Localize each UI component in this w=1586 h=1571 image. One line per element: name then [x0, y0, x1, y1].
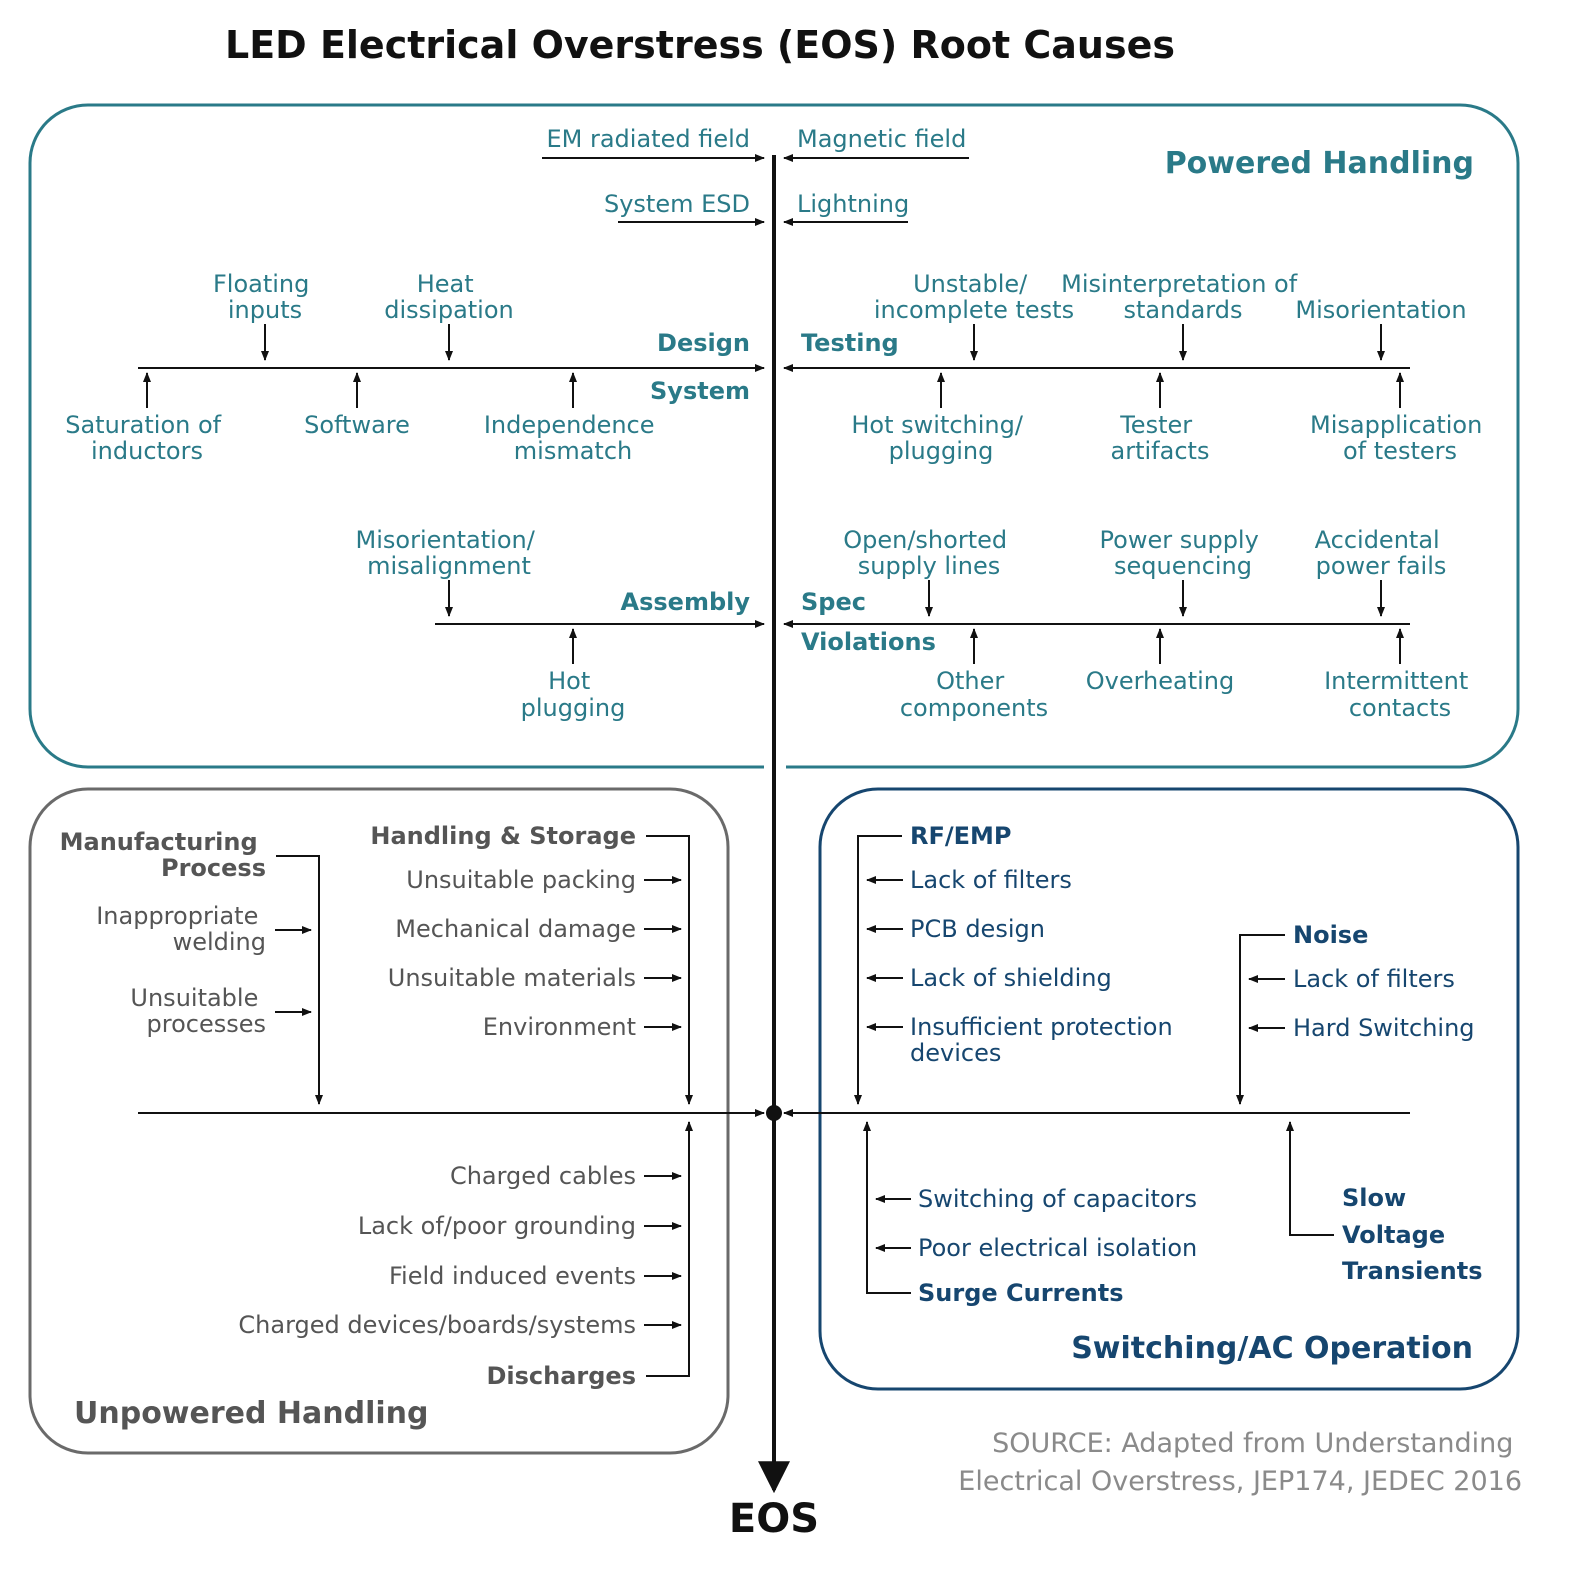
cause-lack-of-filters-rf: Lack of filters: [910, 866, 1072, 894]
cause-overheating: Overheating: [1086, 667, 1235, 695]
cause-hot-switching-plugging: Hot switching/ plugging: [851, 411, 1030, 465]
cause-power-supply-sequencing: Power supply sequencing: [1100, 526, 1267, 580]
cause-charged-cables: Charged cables: [450, 1162, 636, 1190]
cause-accidental-power-fails: Accidental power fails: [1315, 526, 1448, 580]
cause-misinterpretation-of-standards: Misinterpretation of standards: [1061, 270, 1305, 324]
cause-heat-dissipation: Heat dissipation: [384, 270, 514, 324]
effect-label: EOS: [729, 1496, 819, 1542]
cause-charged-devices-boards-systems: Charged devices/boards/systems: [238, 1311, 636, 1339]
cause-lack-of-shielding: Lack of shielding: [910, 964, 1112, 992]
source-note: SOURCE: Adapted from Understanding Elect…: [958, 1428, 1522, 1497]
cause-em-radiated-field: EM radiated field: [546, 125, 750, 153]
cause-misapplication-of-testers: Misapplication of testers: [1310, 411, 1490, 465]
cause-environment: Environment: [483, 1013, 636, 1041]
manufacturing-process-header: Manufacturing Process: [60, 828, 266, 882]
cause-mechanical-damage: Mechanical damage: [395, 915, 636, 943]
cause-hard-switching: Hard Switching: [1293, 1014, 1475, 1042]
rf-emp-header: RF/EMP: [910, 822, 1012, 850]
cause-intermittent-contacts: Intermittent contacts: [1324, 667, 1476, 722]
cause-field-induced-events: Field induced events: [389, 1262, 636, 1290]
cause-hot-plugging: Hot plugging: [521, 667, 626, 722]
branch-label-assembly: Assembly: [621, 588, 751, 616]
cause-tester-artifacts: Tester artifacts: [1111, 411, 1210, 465]
diagram-title: LED Electrical Overstress (EOS) Root Cau…: [225, 23, 1175, 67]
switching-ac-title: Switching/AC Operation: [1071, 1331, 1473, 1366]
slow-voltage-transients-header: Slow Voltage Transients: [1342, 1184, 1482, 1285]
cause-unsuitable-processes: Unsuitable processes: [130, 984, 266, 1038]
cause-unsuitable-packing: Unsuitable packing: [406, 866, 636, 894]
cause-saturation-of-inductors: Saturation of inductors: [65, 411, 229, 465]
noise-header: Noise: [1293, 921, 1368, 949]
cause-unsuitable-materials: Unsuitable materials: [388, 964, 636, 992]
cause-inappropriate-welding: Inappropriate welding: [96, 902, 266, 956]
cause-system-esd: System ESD: [604, 190, 750, 218]
cause-switching-of-capacitors: Switching of capacitors: [918, 1185, 1197, 1213]
cause-lack-of-poor-grounding: Lack of/poor grounding: [358, 1212, 636, 1240]
cause-poor-electrical-isolation: Poor electrical isolation: [918, 1234, 1197, 1262]
cause-pcb-design: PCB design: [910, 915, 1045, 943]
cause-insufficient-protection-devices: Insufficient protection devices: [910, 1013, 1180, 1067]
cause-misorientation-misalignment: Misorientation/ misalignment: [356, 526, 543, 580]
cause-lightning: Lightning: [797, 190, 909, 218]
discharges-header: Discharges: [486, 1362, 636, 1390]
branch-label-system: System: [650, 377, 750, 405]
cause-lack-of-filters-noise: Lack of filters: [1293, 965, 1455, 993]
unpowered-handling-panel: [28, 787, 730, 1455]
spine-junction: [766, 1105, 782, 1121]
cause-floating-inputs: Floating inputs: [213, 270, 317, 324]
cause-open-shorted-supply-lines: Open/shorted supply lines: [843, 526, 1015, 580]
surge-currents-header: Surge Currents: [918, 1279, 1124, 1307]
handling-storage-header: Handling & Storage: [370, 822, 636, 850]
branch-label-testing: Testing: [801, 329, 899, 357]
cause-unstable-incomplete-tests: Unstable/ incomplete tests: [874, 270, 1074, 324]
unpowered-handling-title: Unpowered Handling: [74, 1396, 429, 1431]
cause-other-components: Other components: [900, 667, 1048, 722]
branch-label-violations: Violations: [801, 628, 936, 656]
cause-software: Software: [304, 411, 410, 439]
cause-independence-mismatch: Independence mismatch: [484, 411, 662, 465]
branch-label-design: Design: [657, 329, 750, 357]
switching-ac-panel: [818, 787, 1520, 1391]
cause-magnetic-field: Magnetic field: [797, 125, 966, 153]
powered-handling-title: Powered Handling: [1165, 146, 1474, 181]
branch-label-spec: Spec: [801, 588, 866, 616]
cause-misorientation: Misorientation: [1295, 296, 1466, 324]
